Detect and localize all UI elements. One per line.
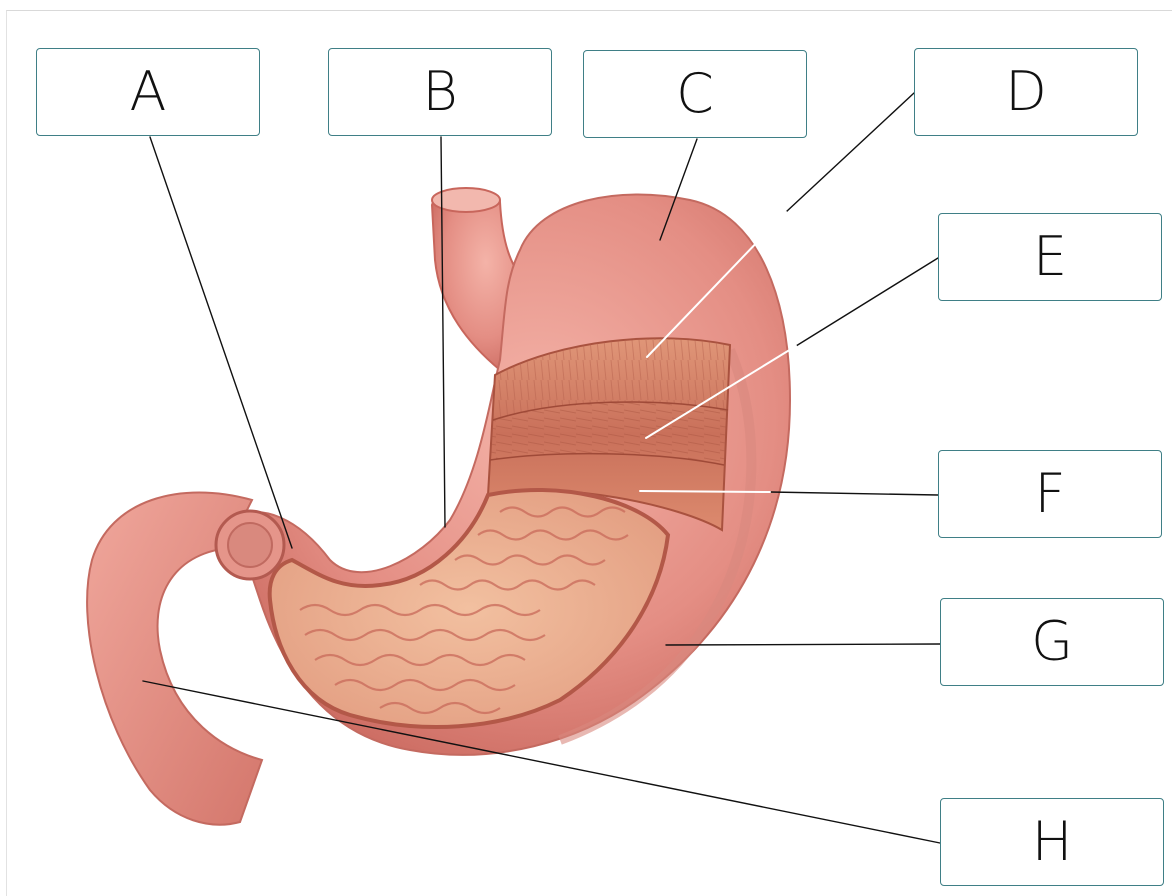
- label-d: D: [1005, 60, 1047, 123]
- worksheet-frame: [6, 10, 1172, 896]
- label-e: E: [1032, 225, 1068, 288]
- leader-line-d-black: [785, 92, 915, 213]
- label-box-b[interactable]: B: [328, 48, 552, 136]
- mucosa-interior: [267, 488, 671, 729]
- pyloric-sphincter: [214, 509, 286, 581]
- label-box-g[interactable]: G: [940, 598, 1164, 686]
- label-box-d[interactable]: D: [914, 48, 1138, 136]
- label-h: H: [1031, 810, 1073, 873]
- label-box-h[interactable]: H: [940, 798, 1164, 886]
- leader-line-e-white: [645, 345, 797, 439]
- leader-line-a: [149, 136, 293, 549]
- label-a: A: [129, 60, 167, 123]
- leader-lines: [142, 92, 941, 844]
- leader-line-f-black: [769, 491, 939, 496]
- leader-line-f-white: [639, 490, 771, 493]
- duodenum: [86, 491, 264, 826]
- label-box-c[interactable]: C: [583, 50, 807, 138]
- leader-line-g: [665, 643, 941, 646]
- leader-line-b: [440, 136, 446, 528]
- label-box-a[interactable]: A: [36, 48, 260, 136]
- leader-line-c: [659, 138, 698, 241]
- label-b: B: [422, 60, 458, 123]
- label-box-e[interactable]: E: [938, 213, 1162, 301]
- label-box-f[interactable]: F: [938, 450, 1162, 538]
- leader-line-d-white: [646, 211, 787, 358]
- label-c: C: [676, 62, 714, 125]
- label-g: G: [1031, 610, 1073, 673]
- leader-line-e-black: [795, 257, 939, 347]
- leader-line-h: [142, 680, 941, 844]
- label-f: F: [1034, 462, 1066, 525]
